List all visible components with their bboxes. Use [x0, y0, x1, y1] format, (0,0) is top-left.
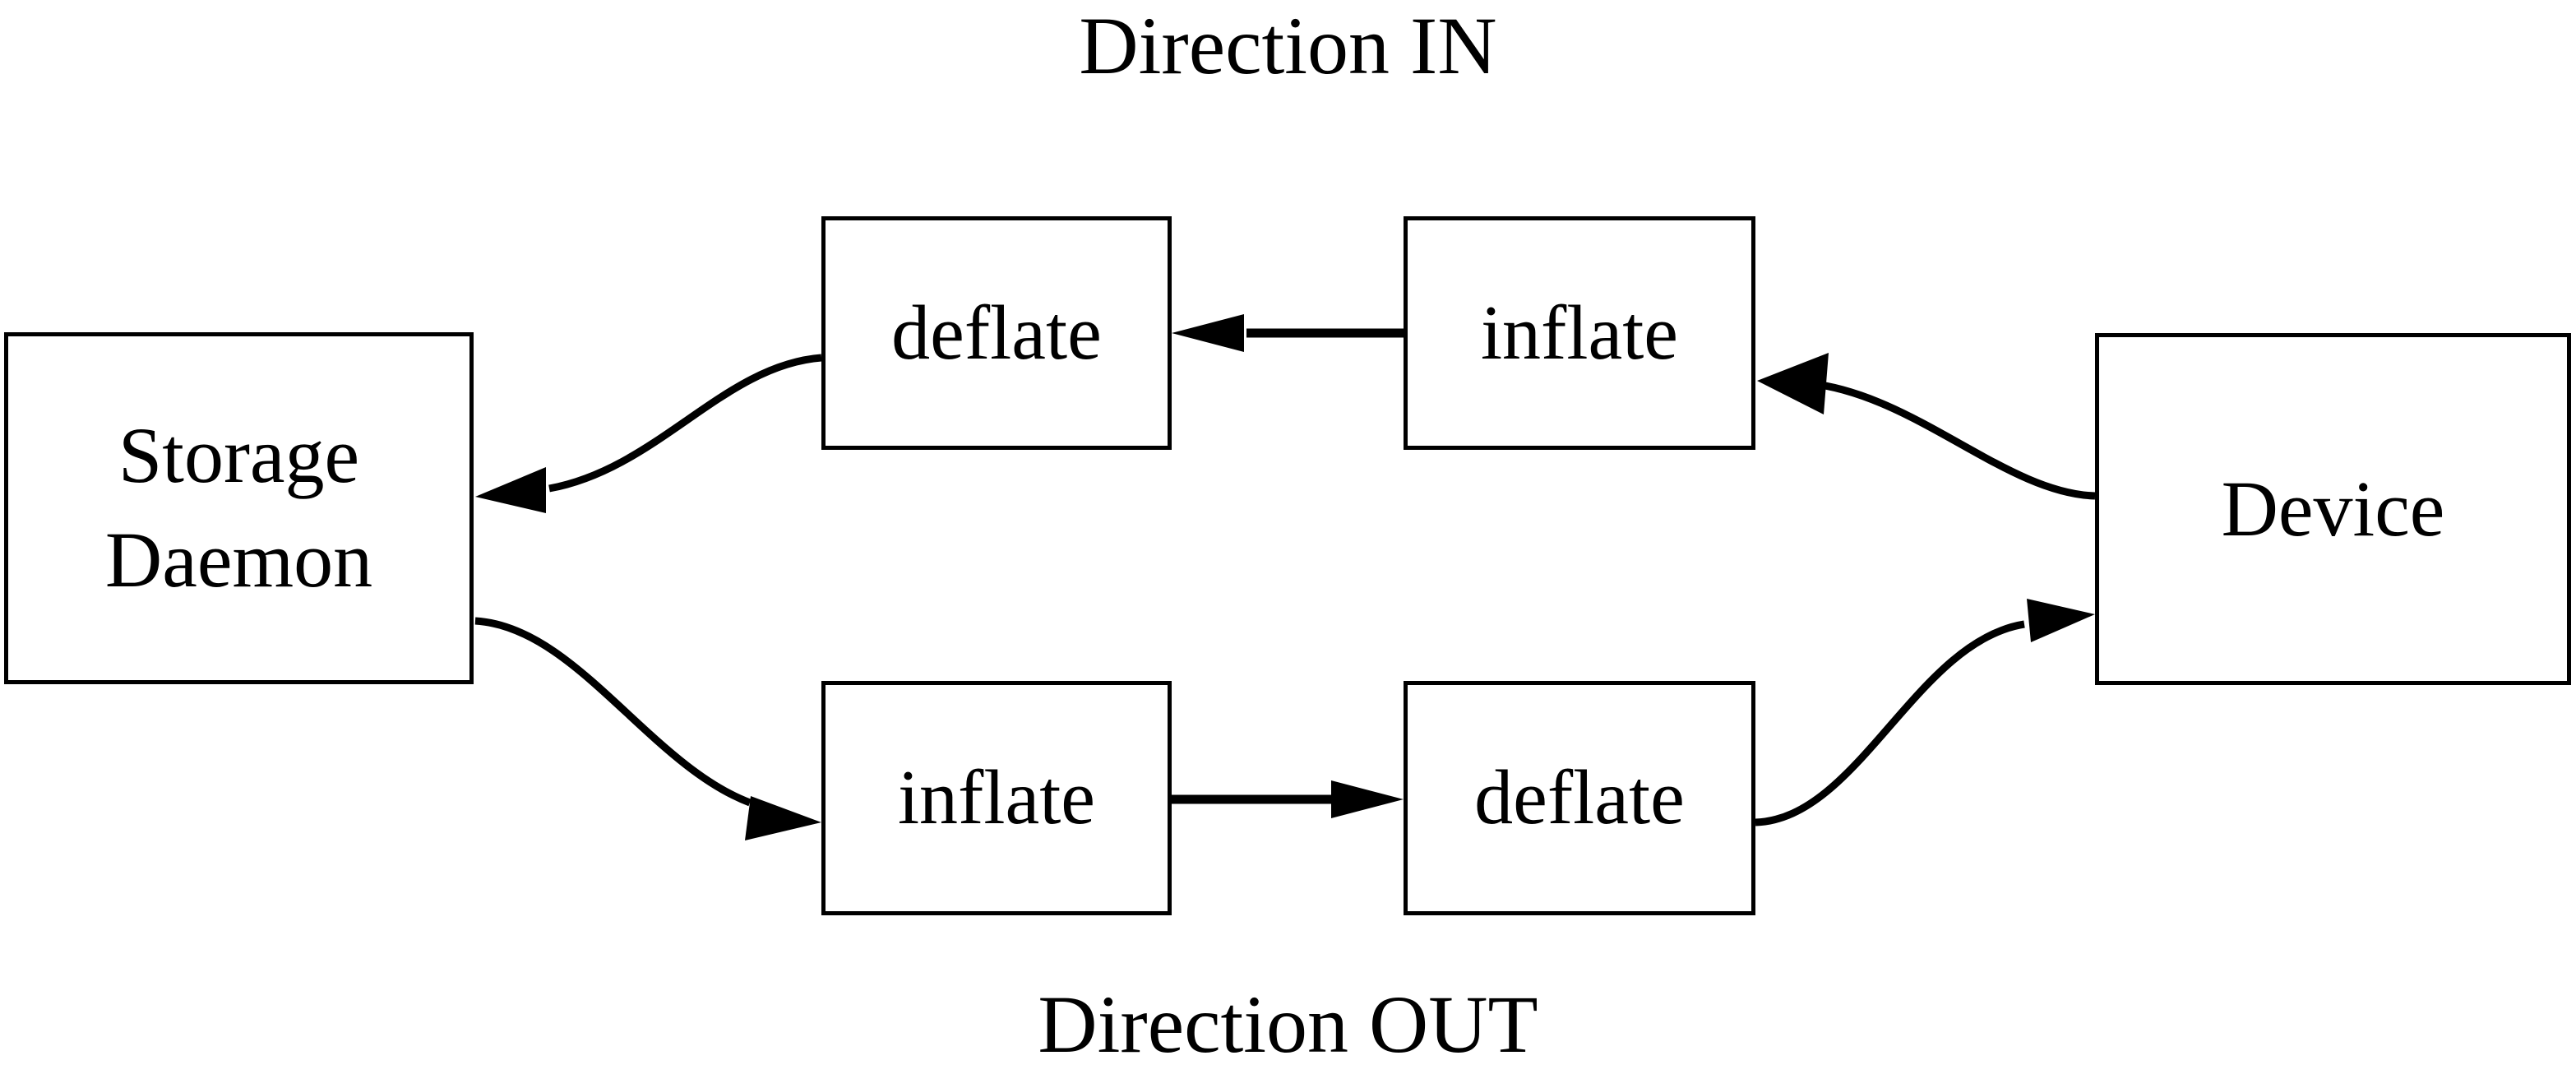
node-storage-daemon[interactable]: Storage Daemon — [4, 332, 474, 684]
arrowhead-left-icon — [1172, 314, 1244, 352]
edge-deflate-out-to-device — [1755, 599, 2095, 826]
node-storage-daemon-label-line2: Daemon — [104, 516, 373, 604]
arrowhead-right-icon — [745, 796, 821, 840]
node-inflate-in[interactable]: inflate — [1404, 216, 1755, 450]
node-inflate-in-label: inflate — [1480, 289, 1679, 376]
node-device-label: Device — [2221, 464, 2445, 553]
node-deflate-in[interactable]: deflate — [821, 216, 1172, 450]
arrowhead-left-icon — [475, 467, 546, 513]
caption-direction-in: Direction IN — [1079, 0, 1497, 91]
arrowhead-right-icon — [1331, 780, 1404, 818]
node-storage-daemon-label-line1: Storage — [118, 411, 360, 500]
edge-storage-daemon-to-inflate-out — [474, 617, 821, 840]
node-deflate-in-label: deflate — [891, 289, 1102, 376]
edge-device-to-inflate-in — [1757, 353, 2096, 500]
arrowhead-left-icon — [1757, 353, 1829, 414]
node-inflate-out[interactable]: inflate — [821, 681, 1172, 915]
node-deflate-out[interactable]: deflate — [1404, 681, 1755, 915]
node-inflate-out-label: inflate — [897, 755, 1096, 841]
node-device[interactable]: Device — [2095, 333, 2571, 685]
edge-deflate-in-to-storage-daemon — [475, 354, 822, 513]
arrowhead-right-icon — [2027, 599, 2095, 642]
node-deflate-out-label: deflate — [1474, 755, 1685, 841]
edge-inflate-out-to-deflate-out — [1172, 780, 1404, 818]
caption-direction-out: Direction OUT — [1038, 979, 1538, 1070]
edge-inflate-in-to-deflate-in — [1172, 314, 1404, 352]
